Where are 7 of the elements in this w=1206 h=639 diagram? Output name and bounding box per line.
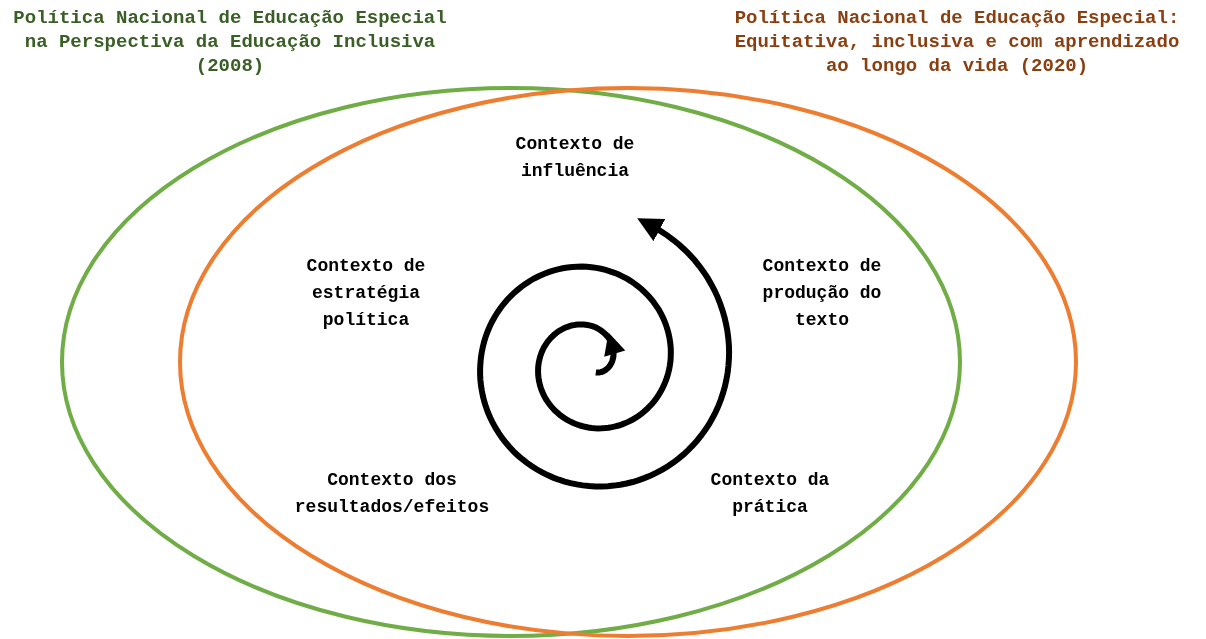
context-label: Contexto dos resultados/efeitos	[293, 469, 491, 519]
policy-title: Política Nacional de Educação Especial: Equitativa, inclusiva e com aprendizado ao longo da vida (2020)	[734, 6, 1180, 78]
context-label: Contexto de estratégia política	[305, 255, 427, 332]
context-label: Contexto de produção do texto	[761, 255, 883, 332]
context-label: Contexto da prática	[709, 469, 831, 519]
policy-title: Política Nacional de Educação Especial na Perspectiva da Educação Inclusiva (2008)	[12, 6, 448, 78]
context-label: Contexto de influência	[514, 133, 636, 183]
